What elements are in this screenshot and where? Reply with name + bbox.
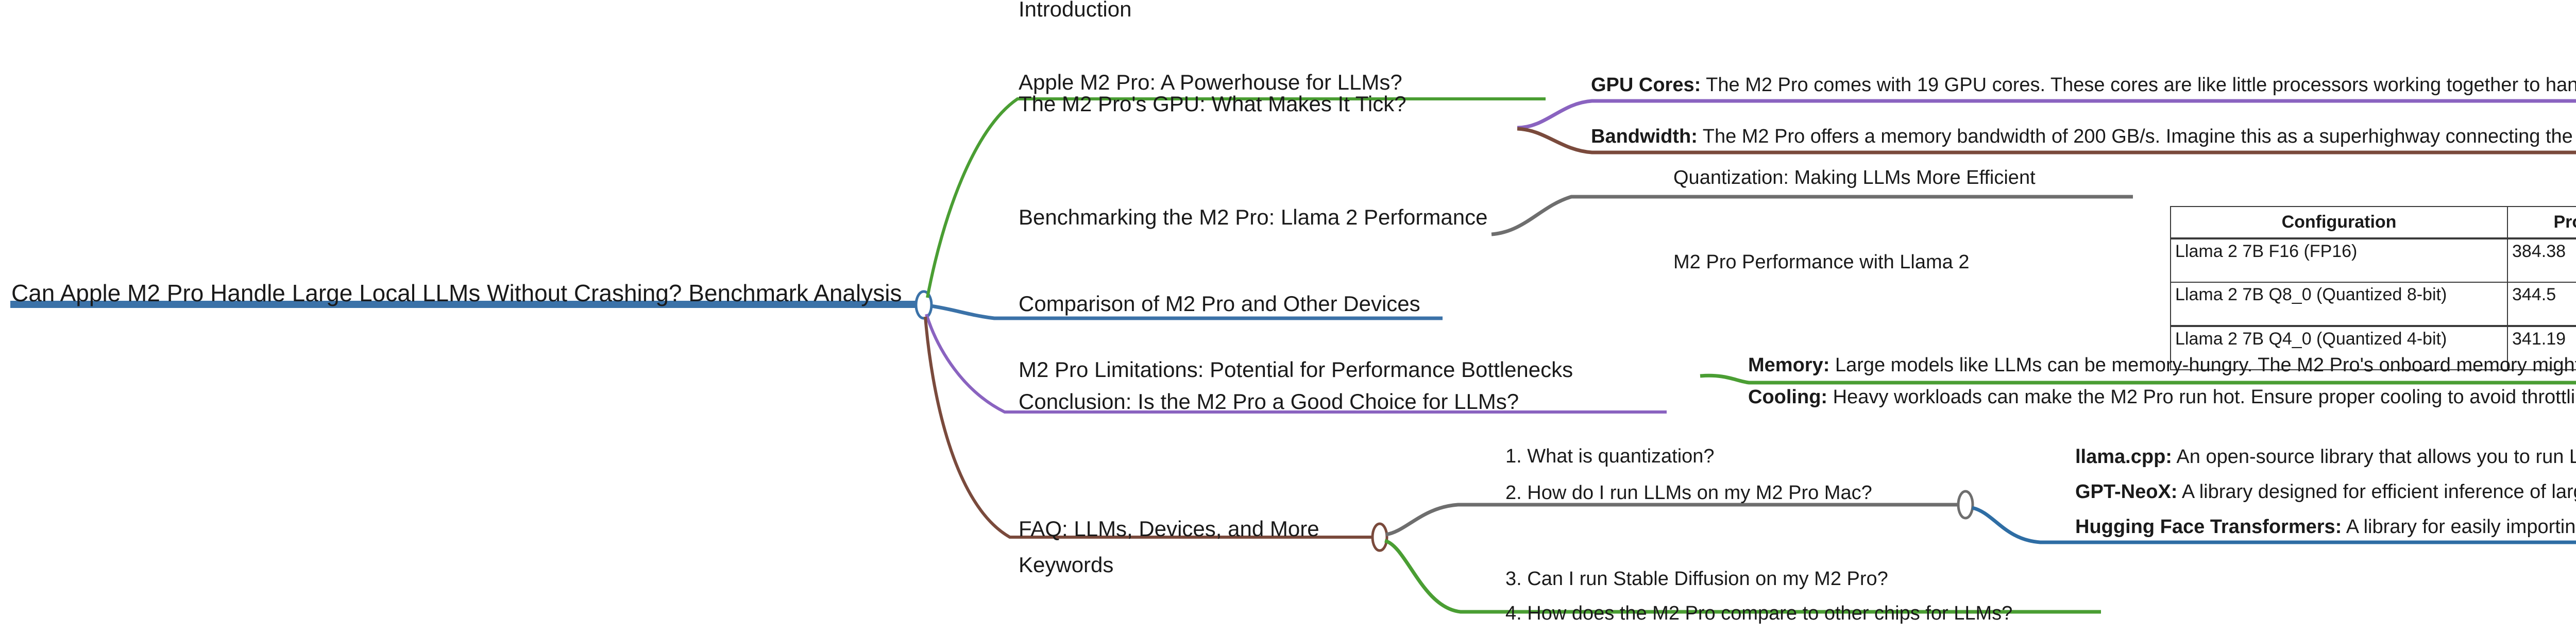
faq-hub — [1371, 522, 1388, 552]
branch-conclusion[interactable]: Conclusion: Is the M2 Pro a Good Choice … — [1019, 390, 1519, 413]
faq-item2-hub — [1957, 490, 1974, 520]
cell-processing-2: 341.19 — [2507, 325, 2576, 370]
faq-item-2-label: 2. How do I run LLMs on my M2 Pro Mac? — [1505, 482, 1872, 504]
cell-processing-1: 344.5 — [2507, 282, 2576, 327]
faq-item-3-label: 3. Can I run Stable Diffusion on my M2 P… — [1505, 568, 1888, 590]
faq-item-1-label: 1. What is quantization? — [1505, 445, 1715, 467]
root-label: Can Apple M2 Pro Handle Large Local LLMs… — [11, 280, 902, 306]
limitations-label: M2 Pro Limitations: Potential for Perfor… — [1019, 357, 1573, 382]
introduction-label: Introduction — [1019, 0, 1132, 21]
gpu-bandwidth-detail[interactable]: Bandwidth: The M2 Pro offers a memory ba… — [1591, 126, 2576, 147]
root-hub — [914, 290, 933, 320]
hf-text: A library for easily importing and runni… — [2346, 516, 2576, 538]
memory-term: Memory: — [1748, 354, 1830, 376]
gpu-bandwidth-term: Bandwidth: — [1591, 126, 1698, 147]
cell-processing-0: 384.38 — [2507, 238, 2576, 283]
branch-comparison[interactable]: Comparison of M2 Pro and Other Devices — [1019, 291, 1420, 316]
branch-faq[interactable]: FAQ: LLMs, Devices, and More — [1019, 517, 1319, 541]
gpu-cores-term: GPU Cores: — [1591, 74, 1701, 96]
performance-table: Configuration Processing (tokens/second)… — [2170, 206, 2576, 370]
gpu-label: The M2 Pro's GPU: What Makes It Tick? — [1019, 92, 1406, 116]
faq-item-3[interactable]: 3. Can I run Stable Diffusion on my M2 P… — [1505, 569, 1888, 590]
faq-item-4[interactable]: 4. How does the M2 Pro compare to other … — [1505, 603, 2013, 624]
memory-text: Large models like LLMs can be memory-hun… — [1835, 354, 2576, 376]
branch-benchmarking[interactable]: Benchmarking the M2 Pro: Llama 2 Perform… — [1019, 205, 1488, 229]
benchmarking-label: Benchmarking the M2 Pro: Llama 2 Perform… — [1019, 205, 1488, 229]
table-row: Llama 2 7B Q8_0 (Quantized 8-bit) 344.5 … — [2170, 282, 2576, 327]
performance-label: M2 Pro Performance with Llama 2 — [1673, 251, 1970, 273]
gpu-cores-detail[interactable]: GPU Cores: The M2 Pro comes with 19 GPU … — [1591, 75, 2576, 96]
node-performance[interactable]: M2 Pro Performance with Llama 2 — [1673, 252, 1969, 273]
link-root-to-benchmarking — [930, 237, 992, 302]
link-root-to-faq — [924, 316, 1377, 539]
link-gpu-to-cores — [1517, 99, 2576, 130]
cooling-term: Cooling: — [1748, 386, 1828, 408]
faq-item-4-label: 4. How does the M2 Pro compare to other … — [1505, 603, 2013, 624]
llamacpp-term: llama.cpp: — [2075, 446, 2172, 468]
link-faq-to-item2 — [1385, 503, 1963, 537]
comparison-label: Comparison of M2 Pro and Other Devices — [1019, 291, 1420, 316]
branch-introduction[interactable]: Introduction — [1019, 0, 1131, 21]
table-header-row: Configuration Processing (tokens/second)… — [2170, 206, 2576, 239]
quantization-label: Quantization: Making LLMs More Efficient — [1673, 167, 2036, 188]
faq-item-2[interactable]: 2. How do I run LLMs on my M2 Pro Mac? — [1505, 483, 1872, 504]
col-processing: Processing (tokens/second) — [2507, 206, 2576, 239]
limitation-memory[interactable]: Memory: Large models like LLMs can be me… — [1748, 355, 2576, 376]
faq-label: FAQ: LLMs, Devices, and More — [1019, 517, 1319, 541]
limitation-cooling[interactable]: Cooling: Heavy workloads can make the M2… — [1748, 387, 2576, 408]
cell-config-1: Llama 2 7B Q8_0 (Quantized 8-bit) — [2170, 282, 2509, 327]
table-row: Llama 2 7B F16 (FP16) 384.38 13.06 — [2170, 238, 2576, 283]
branch-gpu[interactable]: The M2 Pro's GPU: What Makes It Tick? — [1019, 92, 1406, 116]
library-gptneox[interactable]: GPT-NeoX: A library designed for efficie… — [2075, 482, 2576, 503]
conclusion-label: Conclusion: Is the M2 Pro a Good Choice … — [1019, 389, 1519, 414]
cell-config-0: Llama 2 7B F16 (FP16) — [2170, 238, 2509, 283]
faq-item-1[interactable]: 1. What is quantization? — [1505, 445, 1715, 467]
table-row: Llama 2 7B Q4_0 (Quantized 4-bit) 341.19… — [2170, 325, 2576, 370]
branch-keywords[interactable]: Keywords — [1019, 553, 1114, 577]
col-configuration: Configuration — [2170, 206, 2509, 239]
cell-config-2: Llama 2 7B Q4_0 (Quantized 4-bit) — [2170, 325, 2509, 370]
link-limitations-to-memory — [1700, 373, 2576, 385]
cooling-text: Heavy workloads can make the M2 Pro run … — [1833, 386, 2576, 408]
gptneox-term: GPT-NeoX: — [2075, 481, 2178, 503]
link-benchmarking-to-quantization — [1491, 195, 2133, 236]
branch-powerhouse[interactable]: Apple M2 Pro: A Powerhouse for LLMs? — [1019, 71, 1402, 94]
llamacpp-text: An open-source library that allows you t… — [2176, 446, 2576, 468]
gpu-bandwidth-text: The M2 Pro offers a memory bandwidth of … — [1702, 126, 2576, 147]
link-root-to-powerhouse — [926, 97, 1546, 298]
branch-limitations[interactable]: M2 Pro Limitations: Potential for Perfor… — [1019, 358, 1573, 381]
library-hf[interactable]: Hugging Face Transformers: A library for… — [2075, 517, 2576, 538]
root-node[interactable]: Can Apple M2 Pro Handle Large Local LLMs… — [11, 280, 902, 306]
library-llamacpp[interactable]: llama.cpp: An open-source library that a… — [2075, 447, 2576, 468]
powerhouse-label: Apple M2 Pro: A Powerhouse for LLMs? — [1019, 70, 1402, 94]
keywords-label: Keywords — [1019, 553, 1114, 577]
gpu-cores-text: The M2 Pro comes with 19 GPU cores. Thes… — [1706, 74, 2576, 96]
hf-term: Hugging Face Transformers: — [2075, 516, 2342, 538]
node-quantization[interactable]: Quantization: Making LLMs More Efficient — [1673, 167, 2036, 188]
gptneox-text: A library designed for efficient inferen… — [2181, 481, 2576, 503]
